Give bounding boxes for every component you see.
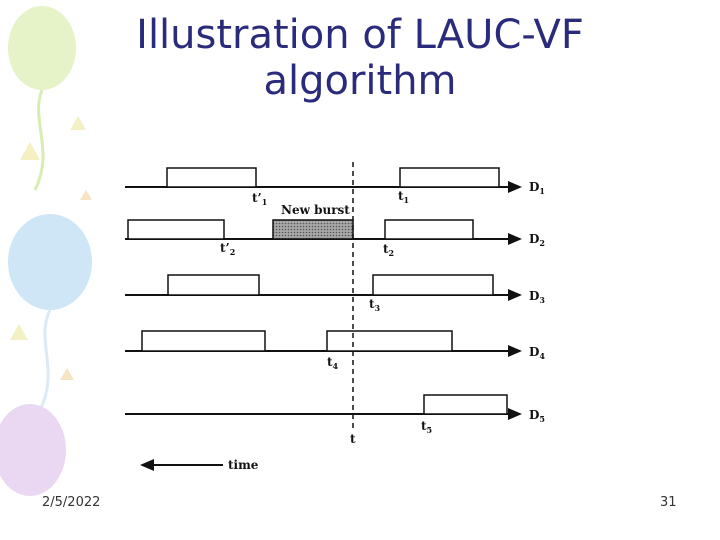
channel-label-d3: D3 <box>529 289 545 305</box>
burst-d1-b <box>399 167 500 188</box>
arrowhead-d2 <box>508 233 522 245</box>
slide-title-line-1: Illustration of LAUC-VF <box>136 12 584 58</box>
balloon-string <box>38 309 52 411</box>
burst-d5-a <box>423 394 508 415</box>
time-mark-t: t <box>350 432 356 446</box>
arrowhead-d4 <box>508 345 522 357</box>
time-mark-t2: t2 <box>383 242 394 258</box>
burst-d4-b <box>326 330 453 352</box>
star-shape <box>10 324 28 340</box>
time-mark-t5: t5 <box>421 419 432 435</box>
balloon-decoration <box>0 6 92 496</box>
new-burst-label: New burst <box>281 203 350 217</box>
slide-date: 2/5/2022 <box>42 495 101 510</box>
time-axis-label: time <box>228 458 259 472</box>
slide-title: Illustration of LAUC-VF algorithm <box>60 12 660 104</box>
blue-balloon-shape <box>8 214 92 310</box>
channel-label-d4: D4 <box>529 345 545 361</box>
arrowhead-d5 <box>508 408 522 420</box>
star-shape <box>80 190 92 200</box>
burst-d3-b <box>372 274 494 296</box>
time-mark-t3: t3 <box>369 297 381 313</box>
slide-title-line-2: algorithm <box>263 58 457 104</box>
channel-label-d2: D2 <box>529 232 545 248</box>
star-shape <box>60 368 74 380</box>
time-mark-t1-prime: t’1 <box>252 191 267 207</box>
channel-label-d1: D1 <box>529 180 545 196</box>
time-mark-t2-prime: t’2 <box>220 241 235 257</box>
arrowhead-d1 <box>508 181 522 193</box>
arrowhead-d3 <box>508 289 522 301</box>
balloon-string <box>33 89 45 191</box>
time-mark-t4: t4 <box>327 355 339 371</box>
purple-balloon-shape <box>0 404 66 496</box>
star-shape <box>20 142 40 160</box>
green-balloon-shape <box>8 6 76 90</box>
burst-d2-a <box>127 219 225 240</box>
burst-d3-a <box>167 274 260 296</box>
star-shape <box>70 116 86 130</box>
burst-d1-a <box>166 167 257 188</box>
new-burst-block <box>272 219 354 240</box>
burst-d2-b <box>384 219 474 240</box>
time-mark-t1: t1 <box>398 189 409 205</box>
channel-label-d5: D5 <box>529 408 545 424</box>
burst-d4-a <box>141 330 266 352</box>
time-axis-arrowhead <box>140 459 154 471</box>
lauc-vf-diagram: D1 D2 D3 D4 D5 t’1 t1 New burst t’2 t2 t… <box>125 162 545 472</box>
slide-page-number: 31 <box>660 495 677 510</box>
